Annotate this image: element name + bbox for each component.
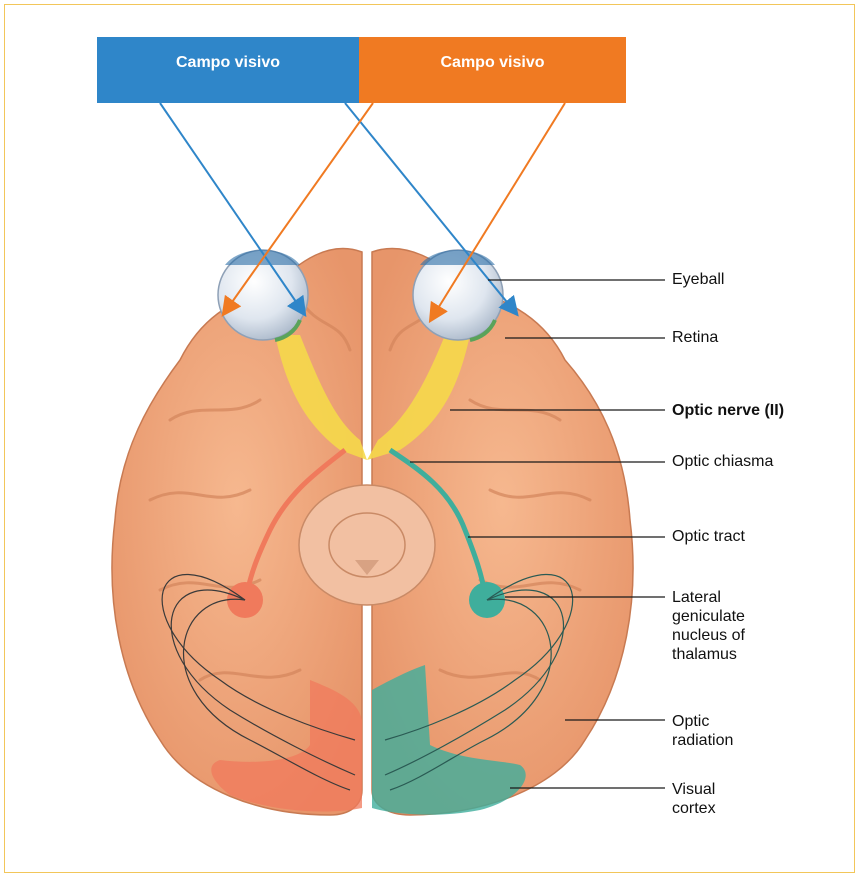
label-optic-radiation: Optic radiation	[672, 712, 733, 750]
brainstem	[299, 485, 435, 605]
label-lgn-line3: nucleus of	[672, 626, 745, 645]
label-eyeball: Eyeball	[672, 270, 724, 289]
label-optic-chiasma: Optic chiasma	[672, 452, 773, 471]
label-visual-cortex-line2: cortex	[672, 799, 716, 818]
label-lateral-geniculate-nucleus: Lateral geniculate nucleus of thalamus	[672, 588, 745, 664]
label-retina: Retina	[672, 328, 718, 347]
label-optic-nerve: Optic nerve (II)	[672, 401, 784, 420]
left-eyeball	[218, 250, 308, 340]
label-lgn-line4: thalamus	[672, 645, 745, 664]
label-optic-tract: Optic tract	[672, 527, 745, 546]
label-optic-radiation-line2: radiation	[672, 731, 733, 750]
label-visual-cortex-line1: Visual	[672, 780, 716, 799]
label-lgn-line2: geniculate	[672, 607, 745, 626]
right-eyeball	[413, 250, 503, 340]
label-lgn-line1: Lateral	[672, 588, 745, 607]
label-optic-radiation-line1: Optic	[672, 712, 733, 731]
label-visual-cortex: Visual cortex	[672, 780, 716, 818]
